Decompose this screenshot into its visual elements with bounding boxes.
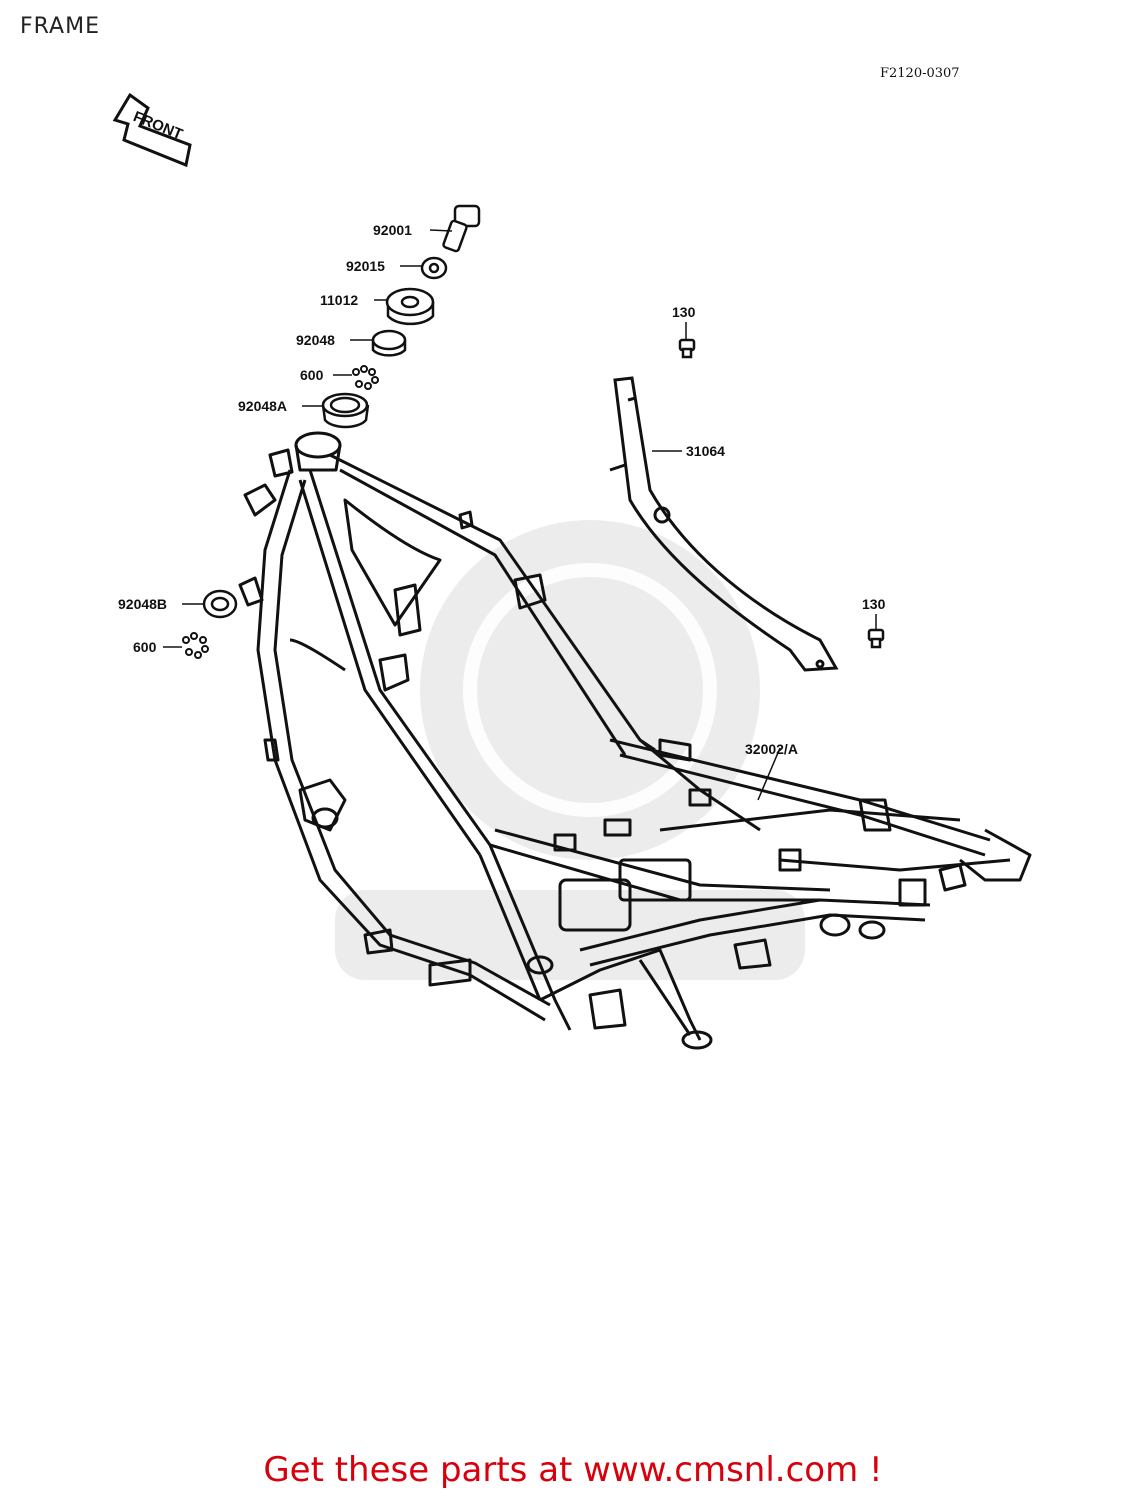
callout-92001: 92001: [373, 222, 412, 238]
callout-32002A: 32002/A: [745, 741, 798, 757]
callout-130-top: 130: [672, 304, 696, 320]
washer-11012: [385, 287, 435, 326]
callout-600-bottom: 600: [133, 639, 157, 655]
bolt-130-top: [678, 338, 696, 359]
main-frame-32002A: [238, 431, 1032, 1050]
bolt-92001: [442, 204, 481, 253]
callout-92015: 92015: [346, 258, 385, 274]
nut-92015: [420, 256, 448, 280]
bearing-92048: [371, 329, 407, 357]
callout-92048B: 92048B: [118, 596, 168, 612]
page-title: FRAME: [20, 14, 100, 39]
promo-link[interactable]: Get these parts at www.cmsnl.com !: [263, 1450, 883, 1490]
callout-600-top: 600: [300, 367, 324, 383]
bearing-92048B: [202, 589, 238, 619]
race-92048A: [321, 392, 370, 429]
callout-31064: 31064: [686, 443, 725, 459]
callout-11012: 11012: [320, 292, 359, 308]
front-arrow-icon: [112, 92, 192, 168]
bolt-130-mid: [867, 628, 885, 649]
callout-92048A: 92048A: [238, 398, 288, 414]
diagram-code: F2120-0307: [880, 66, 960, 81]
balls-600-top: [352, 365, 379, 390]
callout-92048: 92048: [296, 332, 335, 348]
callout-130-mid: 130: [862, 596, 886, 612]
subframe-31064: [609, 376, 839, 672]
balls-600-bottom: [182, 632, 209, 659]
